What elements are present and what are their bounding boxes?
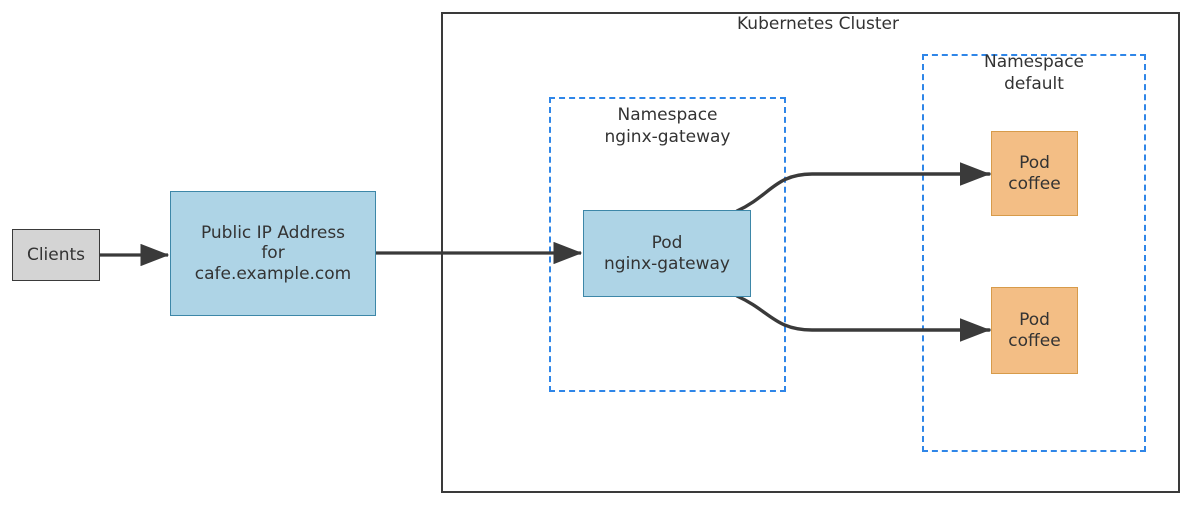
namespace-nginx-gateway-container	[549, 97, 786, 392]
node-clients[interactable]: Clients	[12, 229, 100, 281]
node-pod-coffee-1[interactable]: Pod coffee	[991, 131, 1078, 216]
namespace-default-container	[922, 54, 1146, 452]
kubernetes-cluster-label: Kubernetes Cluster	[737, 14, 899, 34]
node-pod-nginx-gateway[interactable]: Pod nginx-gateway	[583, 210, 751, 297]
node-pod-coffee-2[interactable]: Pod coffee	[991, 287, 1078, 374]
namespace-nginx-gateway-label: Namespace nginx-gateway	[604, 105, 731, 148]
namespace-default-label: Namespace default	[983, 52, 1085, 95]
node-public-ip-address[interactable]: Public IP Address for cafe.example.com	[170, 191, 376, 316]
